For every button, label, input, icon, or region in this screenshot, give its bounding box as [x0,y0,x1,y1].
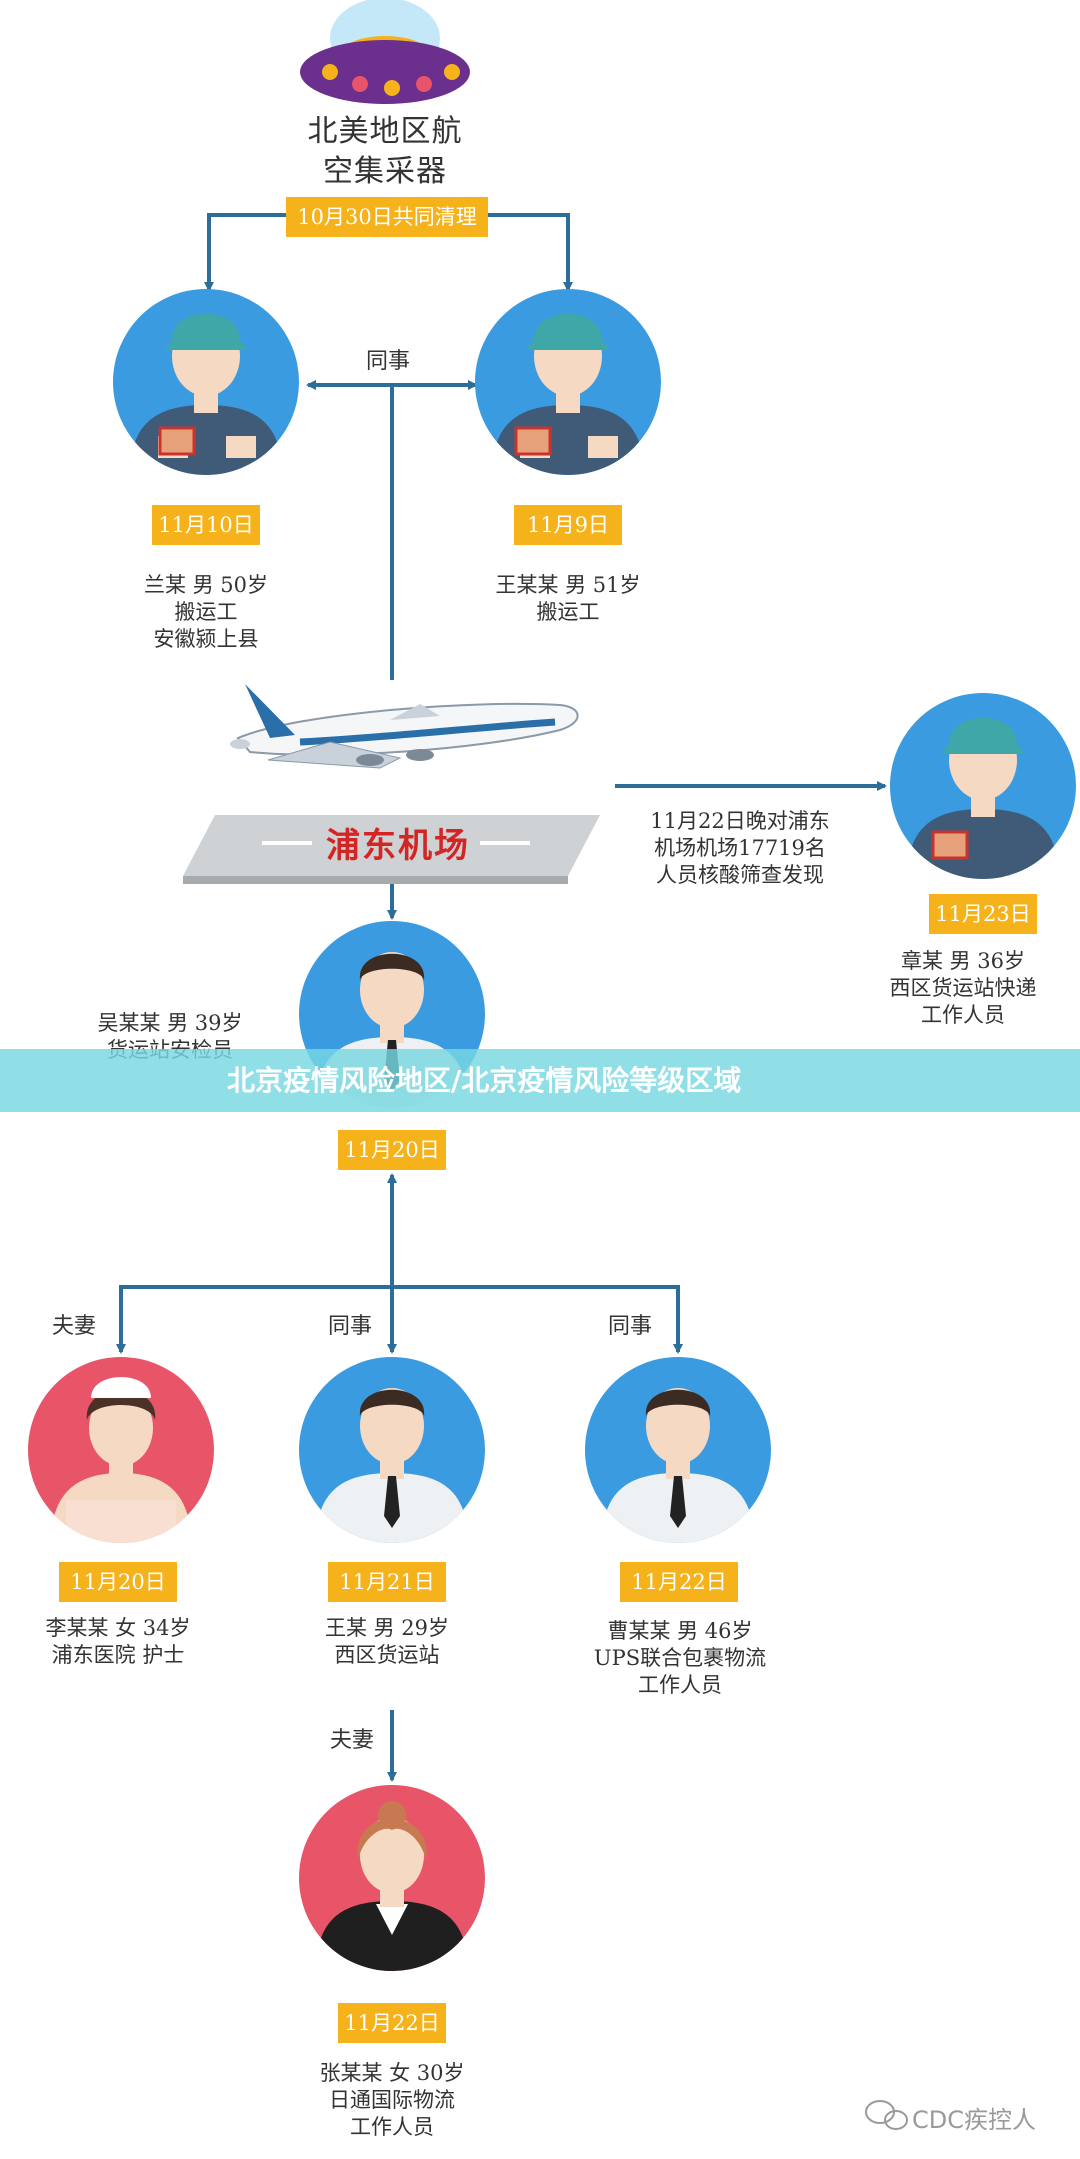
info-line: 搬运工 [536,600,600,624]
date-box-lan: 11月10日 [152,505,260,545]
date-box-zhang-right: 11月23日 [929,894,1037,934]
officer-avatar-icon [585,1357,771,1543]
date-box-li: 11月20日 [59,1562,177,1602]
woman-avatar-icon [299,1785,485,1971]
info-line: 张某某 女 30岁 [319,2061,465,2085]
date-box-wang-top: 11月9日 [514,505,622,545]
info-line: 章某 男 36岁 [900,949,1026,973]
info-line: 浦东医院 护士 [51,1643,185,1667]
headline-banner: 北京疫情风险地区/北京疫情风险等级区域 [0,1049,1080,1112]
relation-colleague-top: 同事 [366,349,411,374]
airplane-icon [230,684,579,769]
source-title-line1: 北美地区航 [307,114,463,149]
officer-avatar-icon [299,1357,485,1543]
relation-spouse-left: 夫妻 [52,1314,97,1339]
info-line: 11月22日晚对浦东 [650,809,830,833]
person-info-cao: 曹某某 男 46岁 UPS联合包裹物流 工作人员 [560,1618,800,1699]
wechat-icon [865,2100,908,2130]
date-box-wang-mid: 11月21日 [328,1562,446,1602]
info-line: 西区货运站快递 [889,976,1037,1000]
info-line: 人员核酸筛查发现 [656,863,824,887]
info-line: 工作人员 [921,1003,1005,1027]
info-line: 王某 男 29岁 [324,1616,450,1640]
headline-text: 北京疫情风险地区/北京疫情风险等级区域 [227,1064,742,1097]
info-line: 搬运工 [174,600,238,624]
relation-colleague-mid: 同事 [328,1314,373,1339]
runway-icon [183,815,600,884]
person-info-zhang-right: 章某 男 36岁 西区货运站快递 工作人员 [853,948,1073,1029]
info-line: UPS联合包裹物流 [593,1646,767,1670]
worker-avatar-icon [113,289,299,475]
arrows [116,213,887,1782]
info-line: 兰某 男 50岁 [143,573,269,597]
relation-spouse-bottom: 夫妻 [330,1728,375,1753]
airport-label: 浦东机场 [326,826,470,866]
info-line: 工作人员 [638,1673,722,1697]
date-box-zhang-bottom: 11月22日 [338,2003,446,2043]
ufo-icon [300,0,470,104]
info-line: 安徽颍上县 [153,627,259,651]
worker-avatar-icon [475,289,661,475]
person-info-li: 李某某 女 34岁 浦东医院 护士 [6,1615,230,1669]
source-title-line2: 空集采器 [323,154,447,189]
info-line: 日通国际物流 [329,2088,455,2112]
info-line: 吴某某 男 39岁 [97,1011,243,1035]
person-info-zhang-bottom: 张某某 女 30岁 日通国际物流 工作人员 [282,2060,502,2141]
person-info-wang-mid: 王某 男 29岁 西区货运站 [272,1615,502,1669]
info-line: 王某某 男 51岁 [495,573,641,597]
watermark: CDC疾控人 [912,2106,1036,2134]
info-line: 机场机场17719名 [654,836,826,860]
info-line: 工作人员 [350,2115,434,2139]
date-box-wu: 11月20日 [338,1130,446,1170]
info-line: 曹某某 男 46岁 [607,1619,753,1643]
date-box-cao: 11月22日 [620,1562,738,1602]
person-info-lan: 兰某 男 50岁 搬运工 安徽颍上县 [86,572,326,653]
relation-colleague-right: 同事 [608,1314,653,1339]
info-line: 李某某 女 34岁 [45,1616,191,1640]
airport-discovery-text: 11月22日晚对浦东 机场机场17719名 人员核酸筛查发现 [620,808,860,889]
source-title: 北美地区航 空集采器 [285,112,485,192]
worker-avatar-icon [890,693,1076,879]
cleanup-date-box: 10月30日共同清理 [286,197,488,237]
info-line: 西区货运站 [334,1643,440,1667]
nurse-avatar-icon [28,1357,214,1543]
person-info-wang-top: 王某某 男 51岁 搬运工 [448,572,688,626]
